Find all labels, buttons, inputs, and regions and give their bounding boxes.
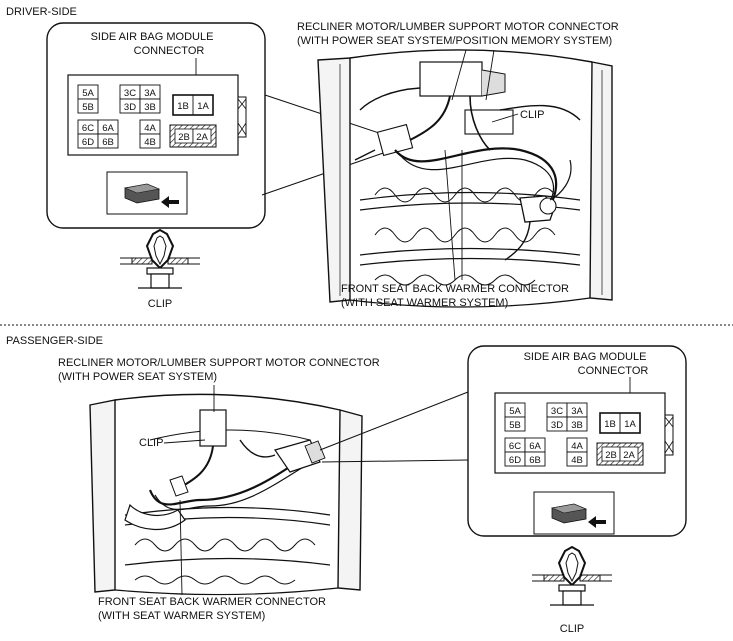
pin-3a: 3A	[144, 88, 156, 99]
driver-clip-bottom-label: CLIP	[148, 298, 172, 310]
pin-1a: 1A	[197, 101, 209, 112]
pin-5a: 5A	[82, 88, 94, 99]
passenger-warmer-label-line1: FRONT SEAT BACK WARMER CONNECTOR	[98, 596, 326, 608]
driver-airbag-connector-face: 5A 5B 3C 3A 3D 3B 1B 1A 6C 6A 6D 6B 4A 4…	[67, 74, 247, 156]
pin-2b: 2B	[605, 450, 617, 461]
passenger-connector-view-icon	[533, 491, 615, 535]
pin-6c: 6C	[82, 123, 94, 134]
pin-3d: 3D	[124, 102, 136, 113]
passenger-clip-leader	[163, 439, 206, 444]
driver-warmer-label-line2: (WITH SEAT WARMER SYSTEM)	[341, 297, 508, 309]
pin-5a: 5A	[509, 406, 521, 417]
driver-warmer-label-line1: FRONT SEAT BACK WARMER CONNECTOR	[341, 283, 569, 295]
driver-seat-illustration	[317, 49, 613, 308]
driver-section-title: DRIVER-SIDE	[6, 6, 77, 18]
pin-6a: 6A	[102, 123, 114, 134]
pin-4a: 4A	[144, 123, 156, 134]
passenger-airbag-connector-face: 5A 5B 3C 3A 3D 3B 1B 1A 6C 6A 6D 6B 4A 4…	[494, 392, 674, 474]
pin-3c: 3C	[551, 406, 563, 417]
passenger-clip-bottom-label: CLIP	[560, 623, 584, 635]
passenger-callout-leader-top	[319, 391, 469, 451]
pin-6c: 6C	[509, 441, 521, 452]
passenger-connector-callout: SIDE AIR BAG MODULE CONNECTOR 5A 5B 3C 3…	[467, 345, 687, 537]
pin-4b: 4B	[144, 137, 156, 148]
pin-5b: 5B	[82, 102, 94, 113]
driver-warmer-leader	[444, 149, 456, 281]
passenger-clip-icon	[531, 546, 613, 606]
pin-6d: 6D	[82, 137, 94, 148]
pin-6a: 6A	[529, 441, 541, 452]
driver-recliner-leader-2	[485, 49, 495, 101]
pin-6d: 6D	[509, 455, 521, 466]
passenger-airbag-label-line2: CONNECTOR	[578, 365, 649, 377]
driver-recliner-label-line1: RECLINER MOTOR/LUMBER SUPPORT MOTOR CONN…	[297, 21, 619, 33]
pin-4a: 4A	[571, 441, 583, 452]
passenger-clip-left-label: CLIP	[139, 437, 163, 449]
driver-clip-right-label: CLIP	[520, 109, 544, 121]
driver-recliner-label-line2: (WITH POWER SEAT SYSTEM/POSITION MEMORY …	[297, 35, 612, 47]
passenger-recliner-label-line1: RECLINER MOTOR/LUMBER SUPPORT MOTOR CONN…	[58, 357, 380, 369]
passenger-section-title: PASSENGER-SIDE	[6, 335, 103, 347]
pin-2a: 2A	[196, 132, 208, 143]
driver-clip-icon	[119, 229, 201, 289]
pin-5b: 5B	[509, 420, 521, 431]
pin-6b: 6B	[529, 455, 541, 466]
passenger-airbag-label-line1: SIDE AIR BAG MODULE	[524, 351, 647, 363]
pin-1a: 1A	[624, 419, 636, 430]
driver-connector-view-icon	[106, 171, 188, 215]
driver-recliner-leader	[451, 49, 467, 101]
pin-2b: 2B	[178, 132, 190, 143]
driver-airbag-label-line2: CONNECTOR	[134, 45, 205, 57]
pin-1b: 1B	[604, 419, 616, 430]
pin-2a: 2A	[623, 450, 635, 461]
passenger-seat-illustration	[89, 393, 363, 596]
driver-connector-callout: SIDE AIR BAG MODULE CONNECTOR 5A 5B 3C 3…	[46, 22, 266, 229]
passenger-recliner-label-line2: (WITH POWER SEAT SYSTEM)	[58, 371, 217, 383]
driver-clip-leader	[491, 113, 519, 123]
pin-4b: 4B	[571, 455, 583, 466]
passenger-warmer-label-line2: (WITH SEAT WARMER SYSTEM)	[98, 610, 265, 622]
driver-airbag-label-line1: SIDE AIR BAG MODULE	[91, 31, 214, 43]
pin-3c: 3C	[124, 88, 136, 99]
pin-1b: 1B	[177, 101, 189, 112]
pin-3a: 3A	[571, 406, 583, 417]
pin-6b: 6B	[102, 137, 114, 148]
pin-3b: 3B	[571, 420, 583, 431]
pin-3b: 3B	[144, 102, 156, 113]
pin-3d: 3D	[551, 420, 563, 431]
passenger-callout-leader-bottom	[321, 459, 469, 463]
passenger-warmer-leader	[179, 499, 183, 596]
